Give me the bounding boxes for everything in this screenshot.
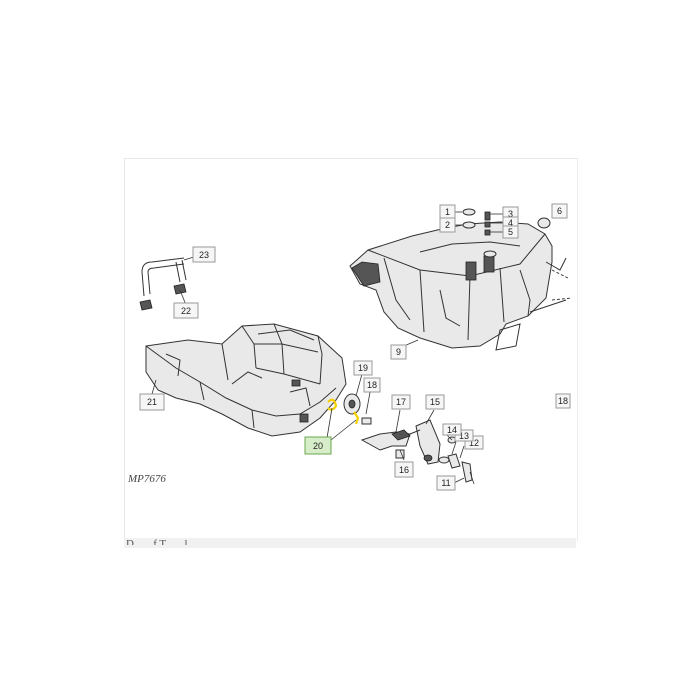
- callout-23-label: 23: [199, 250, 209, 260]
- callout-18-label: 18: [367, 380, 377, 390]
- callout-22[interactable]: 22: [173, 302, 199, 319]
- callout-1[interactable]: 1: [439, 204, 456, 220]
- callout-3-label: 3: [508, 209, 513, 219]
- callout-18[interactable]: 18: [363, 377, 381, 393]
- upper-housing-drawing: [349, 221, 573, 351]
- callout-13-label: 13: [459, 431, 469, 441]
- callout-11-label: 11: [441, 478, 450, 488]
- u-bolt-drawing: [139, 257, 187, 311]
- callout-6-label: 6: [557, 206, 562, 216]
- callout-11[interactable]: 11: [436, 475, 456, 491]
- callout-12-label: 12: [469, 438, 479, 448]
- callout-21[interactable]: 21: [139, 393, 165, 411]
- callout-19[interactable]: 19: [353, 360, 373, 376]
- callout-14[interactable]: 14: [442, 423, 462, 436]
- callout-4-label: 4: [508, 218, 513, 228]
- figure-id: MP7676: [127, 473, 166, 485]
- callout-18-partial-label: 18: [558, 396, 568, 406]
- callout-2-label: 2: [445, 220, 450, 230]
- callout-9-label: 9: [396, 347, 401, 357]
- washer-hardware-drawing: [462, 208, 553, 236]
- callout-16[interactable]: 16: [394, 461, 414, 478]
- callout-14-label: 14: [447, 425, 457, 435]
- callout-5-label: 5: [508, 227, 513, 237]
- callout-18-partial[interactable]: 18: [555, 393, 571, 409]
- callout-20-selected[interactable]: 20: [304, 436, 332, 455]
- callout-2[interactable]: 2: [439, 217, 456, 233]
- partial-caption: D... ...f T... ...l: [126, 538, 188, 545]
- caption-strip: [124, 538, 576, 548]
- callout-6[interactable]: 6: [551, 203, 568, 219]
- callout-21-label: 21: [147, 397, 157, 407]
- callout-20-label: 20: [313, 441, 323, 451]
- callout-22-label: 22: [181, 306, 191, 316]
- callout-15[interactable]: 15: [425, 394, 445, 410]
- callout-23[interactable]: 23: [192, 246, 216, 263]
- callout-9[interactable]: 9: [390, 344, 407, 360]
- callout-5[interactable]: 5: [502, 225, 519, 239]
- linkage-parts-drawing: [360, 419, 475, 485]
- lower-frame-drawing: [145, 323, 347, 437]
- callout-1-label: 1: [445, 207, 450, 217]
- callout-15-label: 15: [430, 397, 440, 407]
- callout-16-label: 16: [399, 465, 409, 475]
- callout-19-label: 19: [358, 363, 368, 373]
- callout-17-label: 17: [396, 397, 406, 407]
- callout-17[interactable]: 17: [391, 394, 411, 410]
